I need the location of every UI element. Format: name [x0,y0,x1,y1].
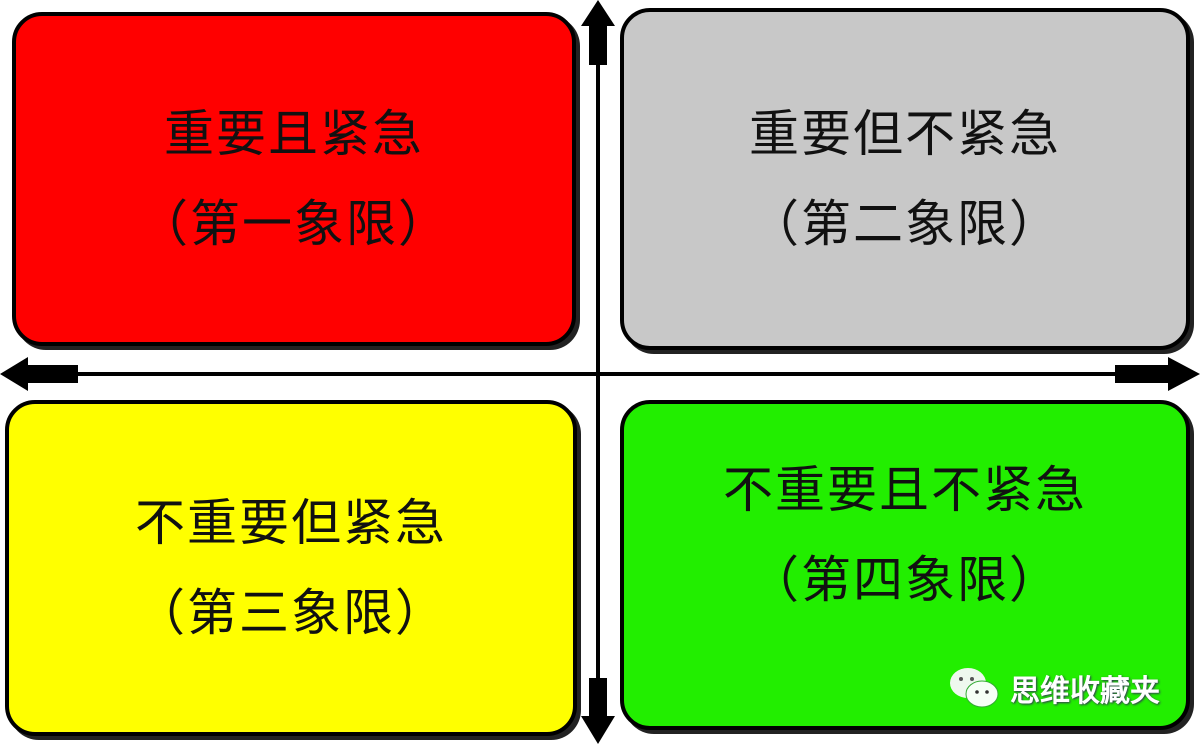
quadrant-4: 不重要且不紧急 （第四象限） [620,400,1190,730]
quadrant-2: 重要但不紧急 （第二象限） [620,8,1190,350]
quadrant-1: 重要且紧急 （第一象限） [12,12,576,346]
watermark: 思维收藏夹 [948,666,1160,710]
arrow-left-icon [0,357,78,391]
quadrant-subtitle: （第二象限） [749,195,1061,253]
wechat-icon [950,668,999,708]
quadrant-subtitle: （第三象限） [135,584,447,642]
quadrant-subtitle: （第四象限） [749,551,1061,609]
arrow-down-icon [581,678,615,744]
arrow-right-icon [1115,357,1200,391]
quadrant-title: 不重要且不紧急 [723,461,1087,519]
quadrant-subtitle: （第一象限） [138,195,450,253]
quadrant-title: 不重要但紧急 [135,494,447,552]
arrow-up-icon [581,0,615,65]
quadrant-3: 不重要但紧急 （第三象限） [5,400,577,736]
quadrant-title: 重要且紧急 [164,105,424,163]
quadrant-title: 重要但不紧急 [749,105,1061,163]
watermark-text: 思维收藏夹 [1010,674,1160,709]
